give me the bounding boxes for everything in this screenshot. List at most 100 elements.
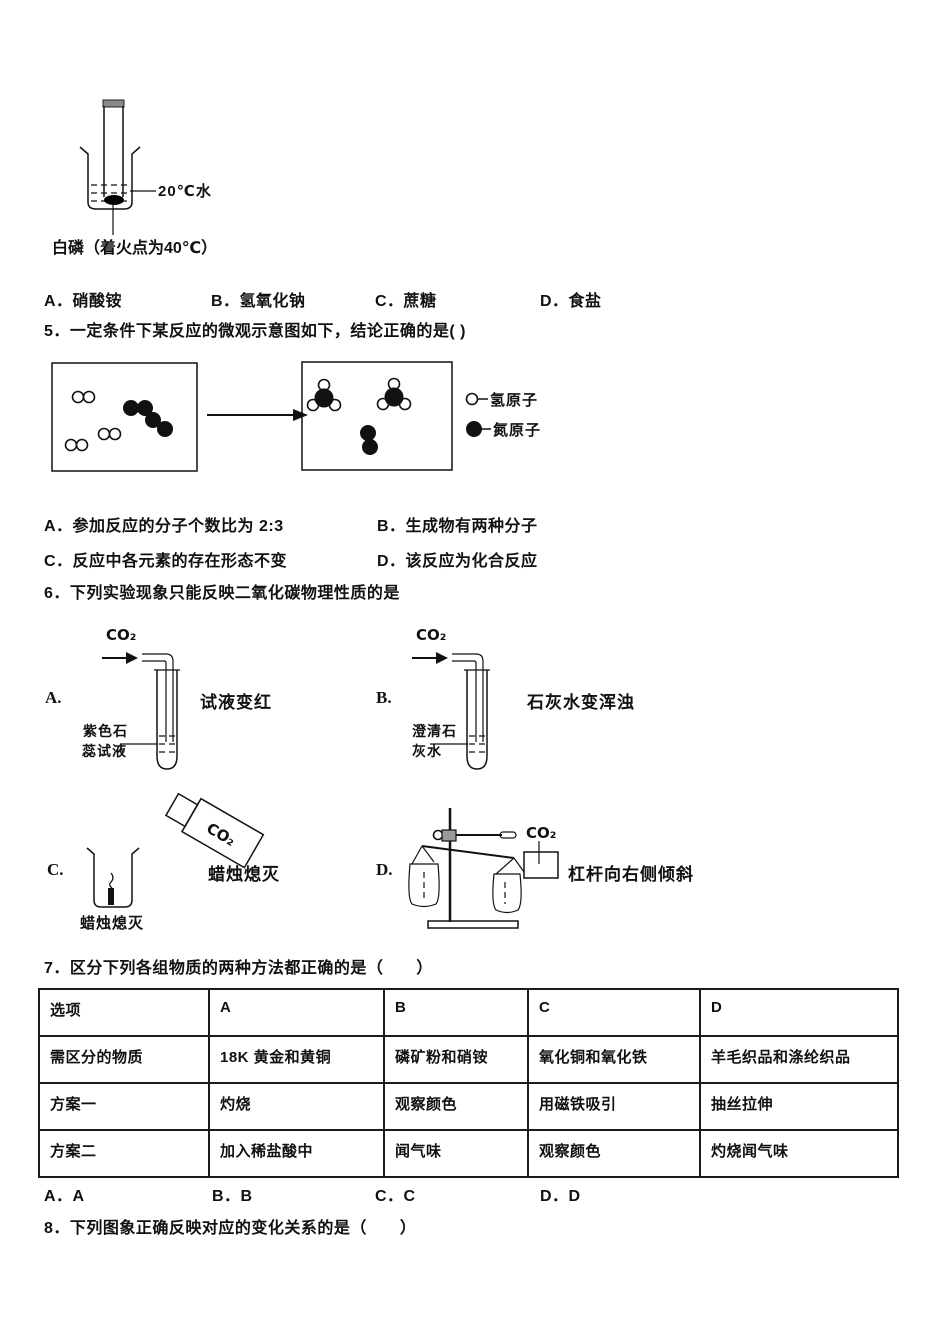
n-atom: [362, 439, 378, 455]
q6-stem: 6．下列实验现象只能反映二氧化碳物理性质的是: [44, 585, 400, 602]
table-cell: 观察颜色: [383, 1082, 529, 1131]
q5-option-b: B．生成物有两种分子: [377, 518, 538, 535]
legend-solid-circle: [466, 421, 482, 437]
legend-hollow-circle: [465, 392, 479, 406]
h-atom: [97, 427, 111, 441]
candle-beaker-diagram: CO₂ 蜡烛熄灭: [80, 792, 265, 932]
n-atom: [360, 425, 376, 441]
n-atom: [123, 400, 139, 416]
co2-label: CO₂: [526, 824, 556, 842]
table-cell: 羊毛织品和涤纶织品: [699, 1035, 899, 1084]
table-row: 方案二 加入稀盐酸中 闻气味 观察颜色 灼烧闻气味: [38, 1129, 899, 1178]
right-paper-bag: [492, 873, 522, 914]
products-box: [301, 361, 453, 471]
reagent-label-line2: 灰水: [412, 743, 442, 759]
q5-option-a: A．参加反应的分子个数比为 2:3: [44, 518, 284, 535]
beaker-outline: [86, 847, 140, 908]
n-atom: [137, 400, 153, 416]
table-cell: 磷矿粉和硝铵: [383, 1035, 529, 1084]
q5-option-d: D．该反应为化合反应: [377, 553, 538, 570]
table-header-cell: A: [208, 988, 385, 1037]
table-cell: 加入稀盐酸中: [208, 1129, 385, 1178]
white-phosphorus-blob: [104, 195, 124, 205]
q7-option-d: D．D: [540, 1188, 581, 1205]
q4-option-b: B．氢氧化钠: [211, 293, 306, 310]
table-cell: 需区分的物质: [38, 1035, 210, 1084]
q6-letter-c: C.: [47, 860, 64, 879]
reaction-arrowhead: [293, 409, 308, 421]
h-atom: [71, 390, 85, 404]
table-row: 方案一 灼烧 观察颜色 用磁铁吸引 抽丝拉伸: [38, 1082, 899, 1131]
table-cell: 灼烧闻气味: [699, 1129, 899, 1178]
test-tube: [156, 670, 178, 770]
gas-arrowhead: [126, 652, 138, 664]
stand-base: [427, 920, 519, 929]
co2-label: CO₂: [203, 819, 238, 850]
table-header-row: 选项 A B C D: [38, 988, 899, 1037]
h-atom: [108, 427, 122, 441]
q6-letter-b: B.: [376, 688, 392, 707]
table-cell: 抽丝拉伸: [699, 1082, 899, 1131]
q5-stem: 5．一定条件下某反应的微观示意图如下，结论正确的是( ): [44, 323, 467, 340]
q6-caption-c: 蜡烛熄灭: [208, 865, 280, 884]
white-phosphorus-beaker-diagram: 20℃水 白磷（着火点为40℃）: [52, 99, 217, 257]
h-atom: [64, 438, 78, 452]
q7-comparison-table: 选项 A B C D 需区分的物质 18K 黄金和黄铜 磷矿粉和硝铵 氧化铜和氧…: [38, 988, 899, 1178]
n-atom: [145, 412, 161, 428]
right-string: [495, 857, 515, 875]
table-header-cell: D: [699, 988, 899, 1037]
q7-option-a: A．A: [44, 1188, 85, 1205]
h-atom: [75, 438, 89, 452]
h-atom: [82, 390, 96, 404]
table-header-cell: B: [383, 988, 529, 1037]
q6-caption-a: 试液变红: [200, 693, 272, 712]
clamp: [441, 829, 457, 842]
q6-letter-a: A.: [45, 688, 62, 707]
table-cell: 闻气味: [383, 1129, 529, 1178]
co2-bottle: CO₂: [164, 792, 265, 869]
co2-label: CO₂: [106, 626, 136, 644]
reaction-micro-diagram: 氢原子 氮原子: [51, 361, 541, 472]
legend-n-label: 氮原子: [493, 421, 541, 439]
delivery-tube-inner: [452, 660, 477, 742]
table-cell: 方案一: [38, 1082, 210, 1131]
limewater-test-tube-diagram: CO₂ 澄清石 灰水: [412, 626, 490, 770]
q5-option-c: C．反应中各元素的存在形态不变: [44, 553, 288, 570]
beaker-caption: 蜡烛熄灭: [80, 914, 144, 932]
n-atom: [314, 388, 334, 408]
tube-cap: [102, 99, 125, 108]
q6-caption-d: 杠杆向右侧倾斜: [568, 865, 694, 884]
test-tube: [466, 670, 488, 770]
q7-stem: 7．区分下列各组物质的两种方法都正确的是（ ）: [44, 960, 433, 977]
left-string: [421, 845, 435, 863]
table-cell: 方案二: [38, 1129, 210, 1178]
smoke-squiggle: [109, 872, 114, 889]
beaker-outline: [79, 146, 141, 210]
reactants-box: [51, 362, 198, 472]
table-cell: 18K 黄金和黄铜: [208, 1035, 385, 1084]
bottle-neck: [164, 792, 199, 828]
q6-letter-d: D.: [376, 860, 393, 879]
co2-label: CO₂: [416, 626, 446, 644]
n-atom: [157, 421, 173, 437]
lever-balance-diagram: CO₂: [408, 808, 559, 929]
phosphorus-caption: 白磷（着火点为40℃）: [52, 238, 217, 257]
reagent-label-line1: 紫色石: [83, 723, 128, 739]
co2-container: [523, 851, 559, 879]
q6-caption-b: 石灰水变浑浊: [527, 693, 635, 712]
delivery-tube-outer: [142, 653, 174, 742]
table-cell: 氧化铜和氧化铁: [527, 1035, 701, 1084]
n-atom: [384, 387, 404, 407]
clamp-knob: [432, 829, 444, 841]
q7-option-b: B．B: [212, 1188, 253, 1205]
table-cell: 观察颜色: [527, 1129, 701, 1178]
delivery-tube-inner: [142, 660, 167, 742]
right-string: [513, 857, 525, 873]
gas-arrowhead: [436, 652, 448, 664]
reagent-label-line1: 澄清石: [412, 723, 457, 739]
table-header-cell: 选项: [38, 988, 210, 1037]
q7-option-c: C．C: [375, 1188, 416, 1205]
q8-stem: 8．下列图象正确反映对应的变化关系的是（ ）: [44, 1220, 417, 1237]
table-cell: 用磁铁吸引: [527, 1082, 701, 1131]
